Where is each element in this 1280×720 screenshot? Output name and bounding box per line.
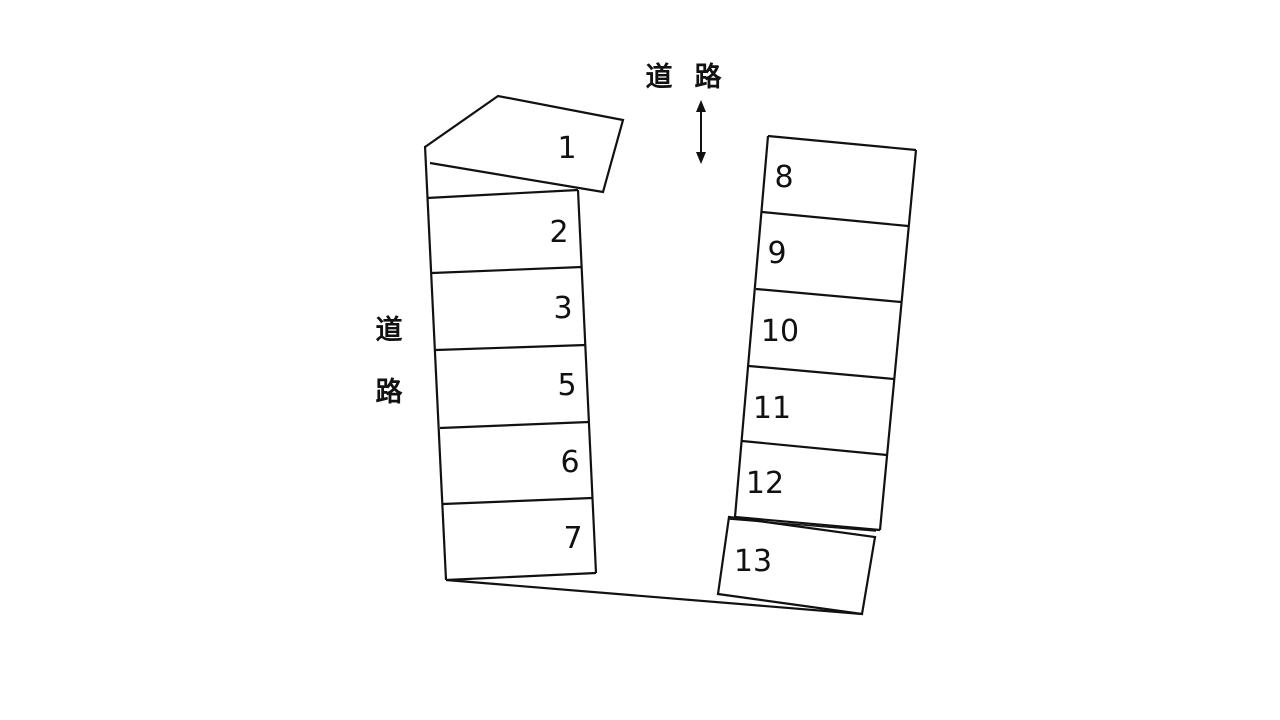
left-column-right-edge — [576, 189, 598, 574]
lot-label: 11 — [753, 391, 791, 426]
left-lot-column — [423, 145, 598, 582]
lot-label: 9 — [767, 236, 786, 271]
divider-9-10 — [755, 287, 902, 304]
lot-13-double-edge — [728, 518, 877, 532]
divider-11-12 — [741, 439, 888, 457]
lot-label: 8 — [774, 160, 793, 195]
right-column-left-edge — [733, 135, 770, 518]
left-column-left-edge — [423, 145, 448, 581]
road-label-left: 道 路 — [376, 314, 404, 408]
lot-2-top-edge — [426, 188, 579, 200]
lot-label: 10 — [761, 314, 799, 349]
divider-10-11 — [748, 364, 895, 381]
road-char: 路 — [376, 376, 404, 408]
divider-6-7 — [442, 496, 593, 506]
divider-5-6 — [439, 420, 590, 430]
lot-label: 7 — [563, 521, 582, 556]
lot-1[interactable] — [424, 94, 625, 194]
double-vertical-arrow-icon — [696, 100, 706, 164]
lot-label: 5 — [557, 368, 576, 403]
road-char: 道 — [646, 61, 673, 93]
lot-7-bottom-edge — [445, 571, 597, 582]
right-lot-column — [733, 134, 918, 532]
lot-labels: 1 2 3 5 6 7 8 9 10 11 12 13 — [549, 131, 799, 579]
divider-2-3 — [431, 265, 583, 275]
road-char: 路 — [695, 61, 723, 93]
lot-label: 3 — [553, 291, 572, 326]
lot-label: 6 — [560, 445, 579, 480]
divider-3-5 — [435, 343, 587, 352]
road-label-top: 道 路 — [646, 61, 723, 93]
lot-label: 1 — [557, 131, 576, 166]
right-column-right-edge — [878, 149, 918, 531]
lot-label: 13 — [734, 544, 772, 579]
lot-8-top-edge — [767, 134, 917, 152]
lot-12-bottom-edge — [734, 515, 881, 532]
divider-8-9 — [761, 210, 909, 228]
bottom-boundary-line — [445, 578, 863, 616]
road-char: 道 — [376, 314, 403, 346]
lot-label: 2 — [549, 215, 568, 250]
lot-label: 12 — [746, 466, 784, 501]
lot-13[interactable] — [716, 515, 877, 616]
